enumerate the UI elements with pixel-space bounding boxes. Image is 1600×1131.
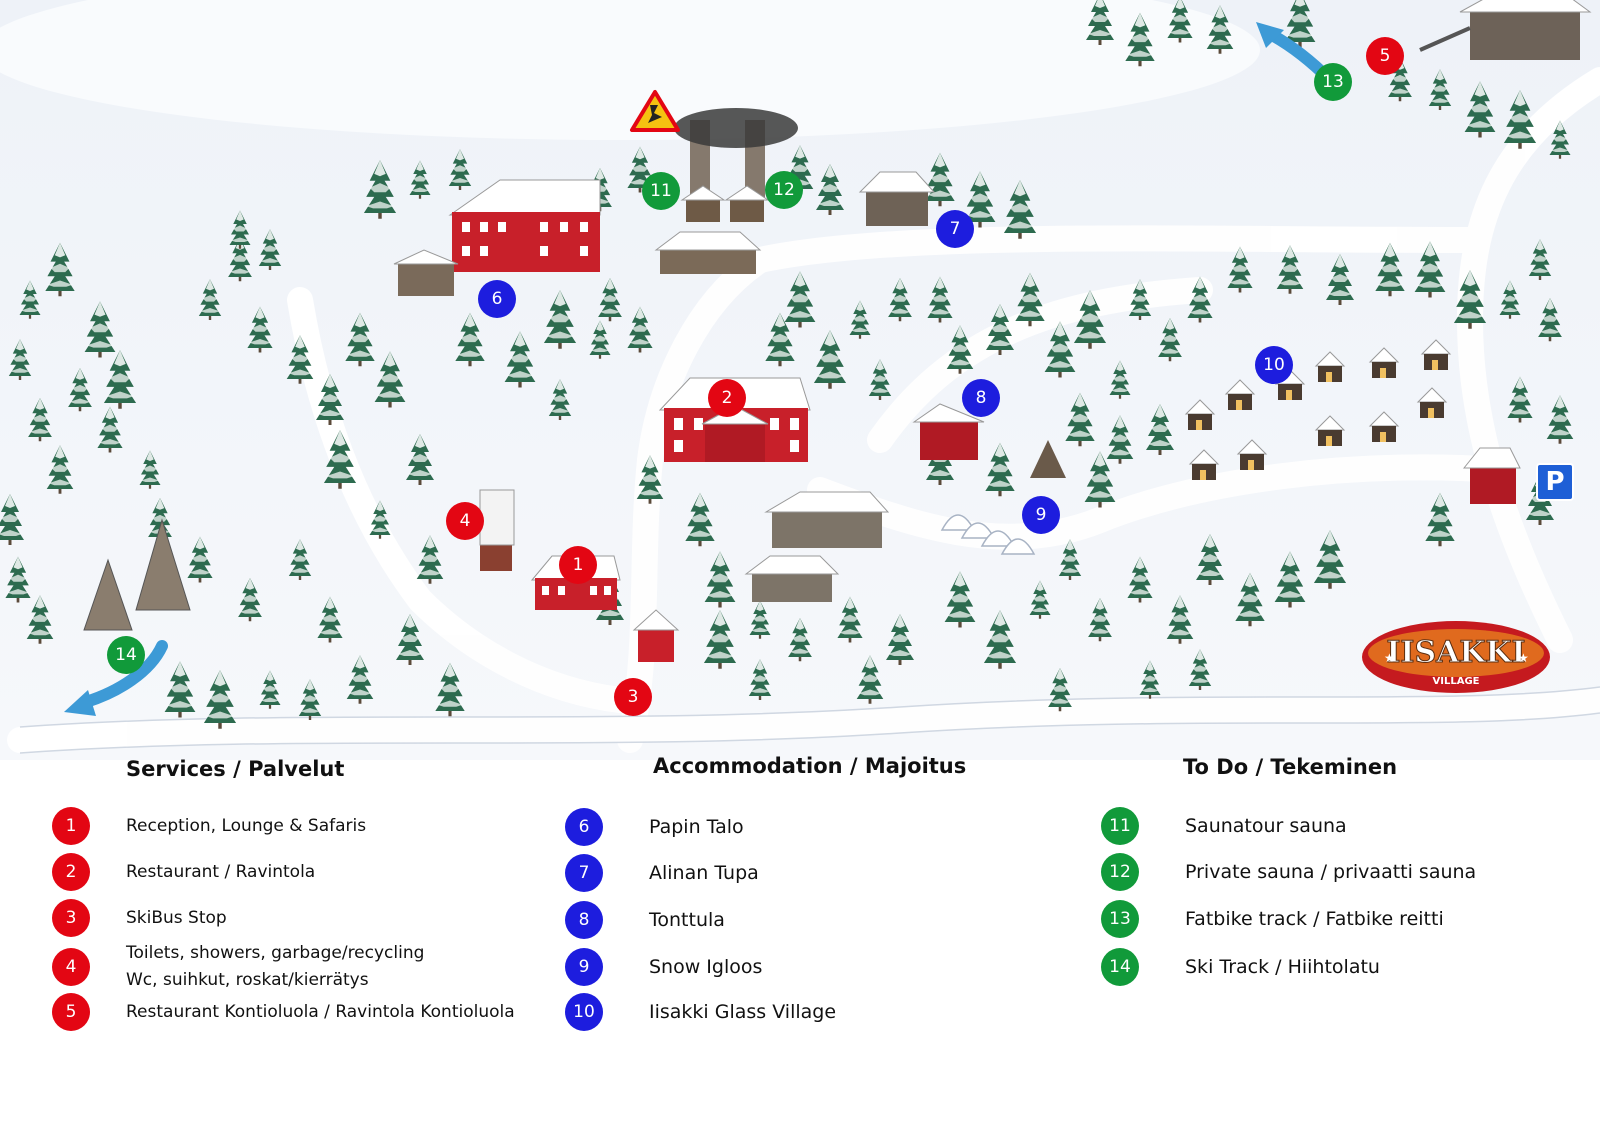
legend-marker: 14	[1101, 948, 1139, 986]
legend-item-alinan-tupa: 7 Alinan Tupa	[565, 854, 759, 892]
legend-item-snow-igloos: 9 Snow Igloos	[565, 948, 762, 986]
frozen-lake	[0, 0, 1260, 140]
svg-text:★: ★	[1518, 651, 1529, 665]
map-marker-7: 7	[936, 210, 974, 248]
legend-label: Toilets, showers, garbage/recycling Wc, …	[126, 940, 424, 994]
legend-marker: 1	[52, 807, 90, 845]
legend-label: SkiBus Stop	[126, 907, 227, 928]
road-edges	[19, 686, 1600, 754]
legend-item-reception: 1 Reception, Lounge & Safaris	[52, 807, 366, 845]
ski-track-arrow	[64, 640, 168, 716]
map-marker-10: 10	[1255, 346, 1293, 384]
legend-marker: 11	[1101, 807, 1139, 845]
legend-label: Alinan Tupa	[649, 861, 759, 884]
teepees	[83, 518, 191, 631]
papin-talo-building	[393, 179, 601, 296]
logo-subtext: VILLAGE	[1433, 676, 1480, 687]
legend-marker: 12	[1101, 853, 1139, 891]
legend-marker: 9	[565, 948, 603, 986]
legend-item-saunatour: 11 Saunatour sauna	[1101, 807, 1347, 845]
legend-label: Tonttula	[649, 908, 725, 931]
map-marker-3: 3	[614, 678, 652, 716]
legend-label: Reception, Lounge & Safaris	[126, 815, 367, 836]
legend-item-tonttula: 8 Tonttula	[565, 901, 725, 939]
map-marker-13: 13	[1314, 63, 1352, 101]
legend-marker: 13	[1101, 900, 1139, 938]
iisakki-village-logo: IISAKKI VILLAGE ★ ★	[1362, 621, 1550, 693]
legend-label: Fatbike track / Fatbike reitti	[1185, 907, 1444, 930]
legend-item-private-sauna: 12 Private sauna / privaatti sauna	[1101, 853, 1476, 891]
warning-triangle-icon	[630, 90, 680, 132]
legend-marker: 6	[565, 808, 603, 846]
legend-item-glass-village: 10 Iisakki Glass Village	[565, 993, 836, 1031]
legend-marker: 8	[565, 901, 603, 939]
legend-item-skibus: 3 SkiBus Stop	[52, 899, 227, 937]
snow-igloos	[940, 514, 1036, 555]
legend-label: Iisakki Glass Village	[649, 1000, 837, 1023]
legend-label: Papin Talo	[649, 815, 744, 838]
map-marker-1: 1	[559, 546, 597, 584]
svg-text:★: ★	[1384, 651, 1395, 665]
legend-label: Restaurant Kontioluola / Ravintola Konti…	[126, 1001, 515, 1022]
sauna-buildings	[654, 108, 936, 274]
map-marker-11: 11	[642, 172, 680, 210]
map-marker-6: 6	[478, 280, 516, 318]
map-illustration	[0, 0, 1600, 760]
legend-item-ski-track: 14 Ski Track / Hiihtolatu	[1101, 948, 1380, 986]
parking-sign: P	[1536, 463, 1574, 501]
logo-text: IISAKKI	[1386, 635, 1525, 670]
map-marker-8: 8	[962, 379, 1000, 417]
parking-building	[1462, 447, 1521, 504]
map-marker-14: 14	[107, 636, 145, 674]
map-marker-2: 2	[708, 379, 746, 417]
legend-item-toilets: 4 Toilets, showers, garbage/recycling Wc…	[52, 940, 424, 994]
legend-label: Ski Track / Hiihtolatu	[1185, 955, 1380, 978]
legend-marker: 7	[565, 854, 603, 892]
map-marker-5: 5	[1366, 37, 1404, 75]
legend-item-kontioluola: 5 Restaurant Kontioluola / Ravintola Kon…	[52, 993, 515, 1031]
legend-marker: 5	[52, 993, 90, 1031]
legend-item-papin-talo: 6 Papin Talo	[565, 808, 744, 846]
legend-label-line2: Wc, suihkut, roskat/kierrätys	[126, 970, 369, 990]
restaurant-building	[658, 377, 811, 462]
legend-label: Snow Igloos	[649, 955, 763, 978]
legend-item-restaurant: 2 Restaurant / Ravintola	[52, 853, 315, 891]
legend-marker: 2	[52, 853, 90, 891]
legend-label: Saunatour sauna	[1185, 814, 1347, 837]
map-marker-9: 9	[1022, 496, 1060, 534]
accommodation-heading: Accommodation / Majoitus	[653, 754, 967, 778]
log-lodge	[744, 491, 890, 602]
legend-marker: 3	[52, 899, 90, 937]
tonttula-building	[912, 403, 1066, 478]
legend-item-fatbike: 13 Fatbike track / Fatbike reitti	[1101, 900, 1444, 938]
legend-label: Restaurant / Ravintola	[126, 861, 316, 882]
legend-marker: 10	[565, 993, 603, 1031]
kontioluola-building	[1419, 0, 1592, 60]
services-heading: Services / Palvelut	[126, 757, 345, 781]
legend-marker: 4	[52, 948, 90, 986]
map-marker-4: 4	[446, 502, 484, 540]
legend-label-line1: Toilets, showers, garbage/recycling	[126, 943, 425, 963]
todo-heading: To Do / Tekeminen	[1183, 755, 1398, 779]
legend-label: Private sauna / privaatti sauna	[1185, 860, 1477, 883]
map-marker-12: 12	[765, 171, 803, 209]
map-legend: Services / Palvelut Accommodation / Majo…	[0, 754, 1600, 1131]
